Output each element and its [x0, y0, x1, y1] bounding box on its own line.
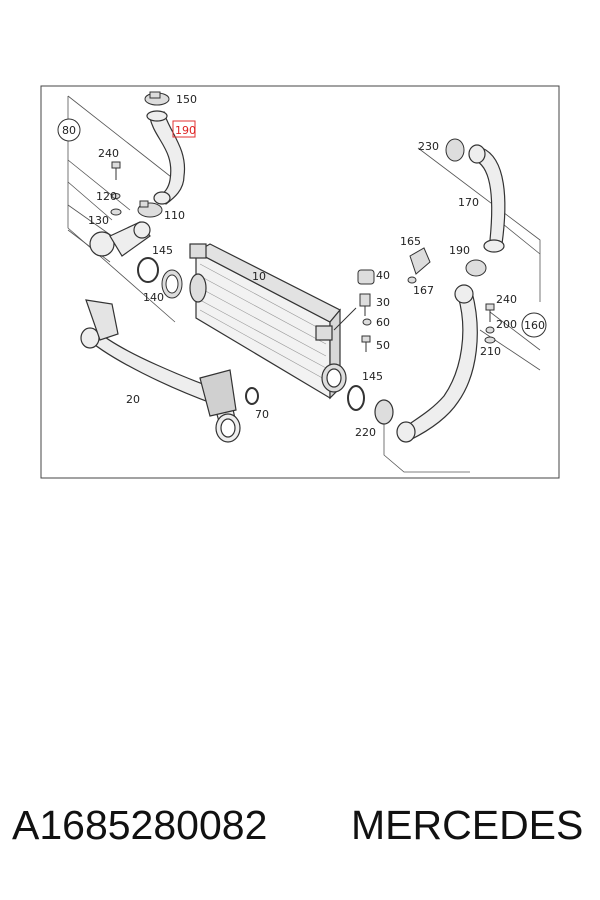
callout-label: 70 [255, 408, 269, 421]
callout-label: 190 [449, 244, 470, 257]
clamp-190-right [465, 259, 487, 277]
callout-label: 165 [400, 235, 421, 248]
callout-label-highlighted: 190 [175, 124, 196, 137]
pipe-20 [80, 299, 241, 443]
brand-name: MERCEDES [351, 802, 584, 848]
hose-170 [468, 144, 506, 253]
circled-label: 160 [524, 319, 545, 332]
clamp-230 [445, 138, 465, 162]
callout-label: 110 [164, 209, 185, 222]
circled-label: 80 [62, 124, 76, 137]
callout-label: 120 [96, 190, 117, 203]
callout-label: 240 [496, 293, 517, 306]
callout-label: 30 [376, 296, 390, 309]
mount-parts-240-200-210 [484, 303, 496, 344]
callout-label: 240 [98, 147, 119, 160]
callout-label: 20 [126, 393, 140, 406]
callout-label: 230 [418, 140, 439, 153]
callout-label: 10 [252, 270, 266, 283]
callout-label: 170 [458, 196, 479, 209]
callout-label: 150 [176, 93, 197, 106]
bracket-165 [407, 247, 431, 284]
callout-label: 60 [376, 316, 390, 329]
callout-label: 220 [355, 426, 376, 439]
callout-label: 200 [496, 318, 517, 331]
callout-label: 40 [376, 269, 390, 282]
callout-label: 145 [362, 370, 383, 383]
clamp-150 [144, 91, 170, 106]
part-number: A1685280082 [12, 802, 268, 848]
callout-label: 140 [143, 291, 164, 304]
highlight-box [172, 120, 196, 138]
hose-190-upper [146, 110, 186, 205]
intercooler-10 [189, 243, 347, 400]
parts-diagram: 150 190 240 120 130 110 145 140 10 40 30… [40, 85, 560, 479]
callout-label: 50 [376, 339, 390, 352]
callout-label: 130 [88, 214, 109, 227]
clamp-140 [161, 269, 183, 299]
callout-labels: 150 190 240 120 130 110 145 140 10 40 30… [88, 93, 517, 439]
callout-label: 210 [480, 345, 501, 358]
seal-ring-70 [245, 387, 259, 405]
circled-group-80: 80 [57, 118, 81, 142]
circled-group-160: 160 [521, 312, 547, 338]
diagram-frame [40, 85, 560, 479]
callout-label: 167 [413, 284, 434, 297]
clamp-110 [137, 200, 163, 218]
callout-label: 145 [152, 244, 173, 257]
connector-130 [89, 221, 151, 257]
caption: A1685280082 MERCEDES [0, 800, 600, 860]
bolt-240-left [110, 161, 122, 216]
seal-ring-145-left [137, 257, 159, 283]
hose-220 [374, 284, 478, 443]
mount-parts-40-30-60-50 [333, 269, 375, 352]
seal-ring-145-right [347, 385, 365, 411]
